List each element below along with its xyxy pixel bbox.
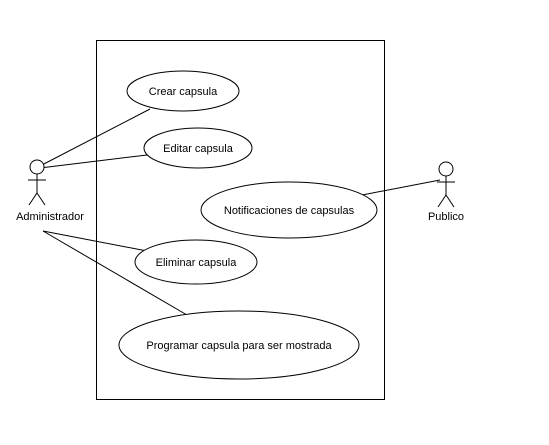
association-admin-crear — [39, 108, 151, 167]
use-case-ellipse — [143, 127, 253, 169]
actor-head — [29, 159, 45, 175]
use-case-label-notificaciones: Notificaciones de capsulas — [224, 205, 355, 217]
actor-head — [438, 161, 454, 177]
actor-label-administrador: Administrador — [16, 211, 84, 223]
actor-left-leg — [437, 194, 447, 208]
use-case-eliminar[interactable]: Eliminar capsula — [134, 239, 258, 285]
association-admin-programar — [42, 230, 188, 316]
actor-label-publico: Publico — [428, 211, 464, 223]
actor-left-leg — [28, 192, 38, 206]
use-case-label-crear: Crear capsula — [149, 86, 218, 98]
use-case-label-programar: Programar capsula para ser mostrada — [146, 340, 332, 352]
associations — [39, 108, 441, 316]
actor-administrador[interactable] — [28, 159, 46, 206]
use-case-ellipse — [126, 70, 240, 112]
association-admin-eliminar — [42, 230, 148, 252]
use-case-notificaciones[interactable]: Notificaciones de capsulas — [200, 181, 378, 239]
association-admin-editar — [39, 154, 148, 169]
use-case-label-editar: Editar capsula — [163, 143, 234, 155]
actor-right-leg — [445, 194, 455, 208]
use-case-crear[interactable]: Crear capsula — [126, 70, 240, 112]
use-case-programar[interactable]: Programar capsula para ser mostrada — [118, 310, 360, 380]
actor-publico[interactable] — [437, 161, 455, 208]
use-case-editar[interactable]: Editar capsula — [143, 127, 253, 169]
association-publico-notificaciones — [361, 179, 441, 196]
system-boundary — [96, 40, 385, 400]
actor-right-leg — [36, 192, 46, 206]
use-case-ellipse — [200, 181, 378, 239]
use-case-ellipse — [118, 310, 360, 380]
use-case-label-eliminar: Eliminar capsula — [156, 257, 238, 269]
use-case-ellipse — [134, 239, 258, 285]
